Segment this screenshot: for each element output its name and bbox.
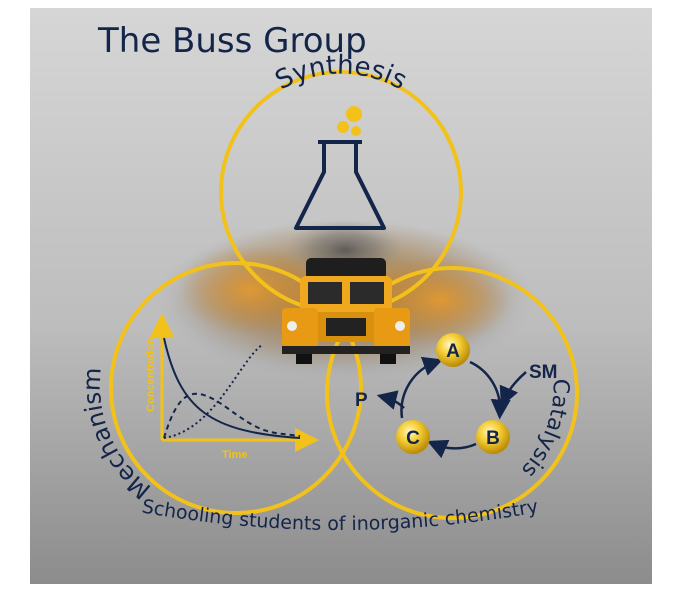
node-b: B bbox=[476, 420, 510, 454]
curve-reactant bbox=[163, 337, 301, 439]
starting-material-label: SM bbox=[529, 362, 558, 383]
svg-text:A: A bbox=[446, 341, 460, 362]
node-a: A bbox=[436, 333, 470, 367]
catalysis-circle bbox=[325, 266, 579, 520]
node-c: C bbox=[396, 420, 430, 454]
curve-intermediate bbox=[163, 392, 301, 439]
school-bus-image bbox=[282, 258, 410, 364]
svg-text:C: C bbox=[406, 428, 420, 449]
product-label: P bbox=[355, 390, 368, 411]
graph-y-label: Concentration bbox=[145, 337, 157, 412]
curve-product bbox=[163, 344, 263, 439]
mechanism-circle bbox=[109, 261, 363, 515]
flask-icon bbox=[294, 106, 386, 230]
svg-text:B: B bbox=[486, 428, 500, 449]
catalytic-cycle: A B C SM P bbox=[355, 333, 558, 459]
page-title: The Buss Group bbox=[97, 21, 367, 61]
graph-x-label: Time bbox=[222, 449, 247, 461]
kinetics-graph: Concentration Time bbox=[145, 313, 319, 461]
